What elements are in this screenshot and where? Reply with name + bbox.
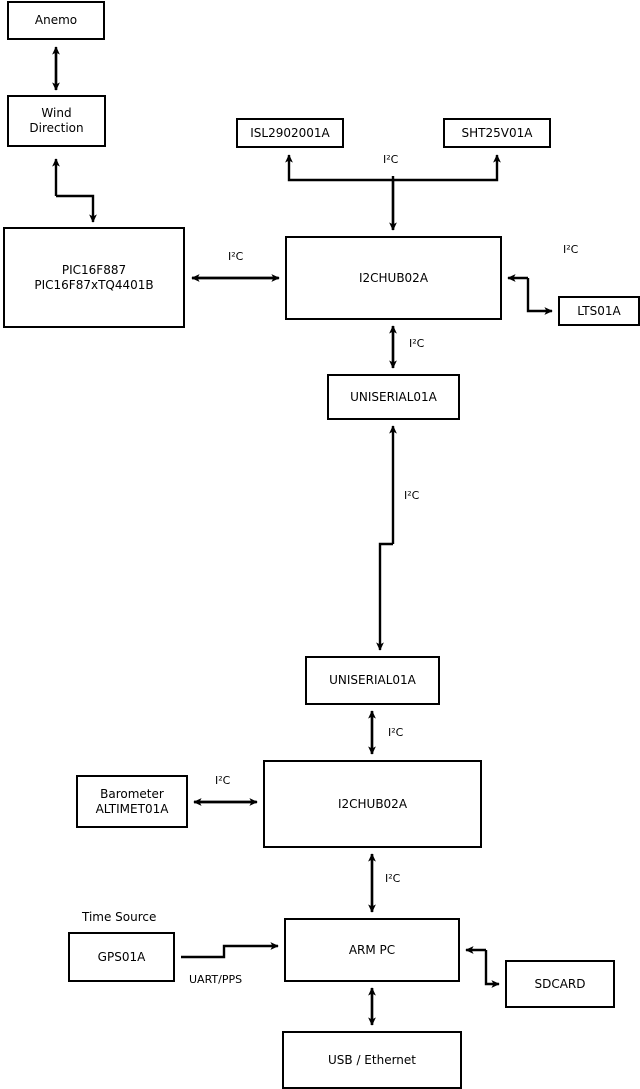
node-wind-direction[interactable]: Wind Direction — [7, 95, 106, 147]
node-wind-direction-label: Wind Direction — [29, 106, 84, 135]
node-pic-mcu[interactable]: PIC16F887 PIC16F87xTQ4401B — [3, 227, 185, 328]
wire-wind-pic-down — [56, 194, 97, 223]
edge-label-i2c-barometer-hub2: I²C — [215, 774, 231, 787]
node-i2chub02a-bottom-label: I2CHUB02A — [337, 796, 408, 811]
node-arm-pc-label: ARM PC — [348, 942, 396, 957]
node-uniserial01a-top-label: UNISERIAL01A — [350, 389, 437, 404]
wire-hub-lts — [526, 278, 553, 315]
edge-label-i2c-uniserial-link: I²C — [404, 489, 420, 502]
node-i2chub02a-top-label: I2CHUB02A — [358, 270, 429, 285]
wire-armpc-sdcard — [484, 950, 500, 988]
edge-label-i2c-hub-uniserial: I²C — [409, 337, 425, 350]
node-uniserial01a-bottom[interactable]: UNISERIAL01A — [305, 656, 440, 705]
edge-label-i2c-pic-hub: I²C — [228, 250, 244, 263]
node-anemo[interactable]: Anemo — [7, 1, 105, 40]
node-anemo-label: Anemo — [34, 13, 78, 27]
node-barometer-label: Barometer ALTIMET01A — [95, 786, 169, 816]
edge-label-i2c-hub-lts: I²C — [563, 243, 579, 256]
node-i2chub02a-bottom[interactable]: I2CHUB02A — [263, 760, 482, 848]
node-lts01a[interactable]: LTS01A — [558, 296, 640, 326]
wire-gps-armpc — [181, 942, 279, 959]
node-sht25v01a[interactable]: SHT25V01A — [443, 118, 551, 148]
node-arm-pc[interactable]: ARM PC — [284, 918, 460, 982]
node-pic-mcu-label: PIC16F887 PIC16F87xTQ4401B — [34, 262, 154, 292]
wire-sensorbus-sht — [393, 154, 501, 182]
node-barometer[interactable]: Barometer ALTIMET01A — [76, 775, 188, 828]
node-sdcard[interactable]: SDCARD — [505, 960, 615, 1008]
node-gps01a[interactable]: GPS01A — [68, 932, 175, 982]
node-sdcard-label: SDCARD — [534, 976, 586, 991]
edge-label-i2c-uniserial-hub2: I²C — [388, 726, 404, 739]
node-usb-ethernet-label: USB / Ethernet — [328, 1052, 416, 1067]
wire-hub-sensorbus — [285, 154, 395, 230]
label-time-source: Time Source — [82, 910, 157, 924]
edge-label-i2c-sensors-hub: I²C — [383, 153, 399, 166]
node-isl2902001a[interactable]: ISL2902001A — [236, 118, 344, 148]
node-i2chub02a-top[interactable]: I2CHUB02A — [285, 236, 502, 320]
edge-label-i2c-hub2-armpc: I²C — [385, 872, 401, 885]
node-isl2902001a-label: ISL2902001A — [250, 125, 330, 140]
node-gps01a-label: GPS01A — [97, 949, 146, 964]
node-usb-ethernet[interactable]: USB / Ethernet — [282, 1031, 462, 1089]
node-uniserial01a-bottom-label: UNISERIAL01A — [329, 673, 416, 687]
node-uniserial01a-top[interactable]: UNISERIAL01A — [327, 374, 460, 420]
node-lts01a-label: LTS01A — [577, 303, 621, 318]
wire-uniserial-link-down — [376, 542, 393, 651]
node-sht25v01a-label: SHT25V01A — [461, 125, 533, 140]
edge-label-uart-pps: UART/PPS — [189, 973, 243, 986]
